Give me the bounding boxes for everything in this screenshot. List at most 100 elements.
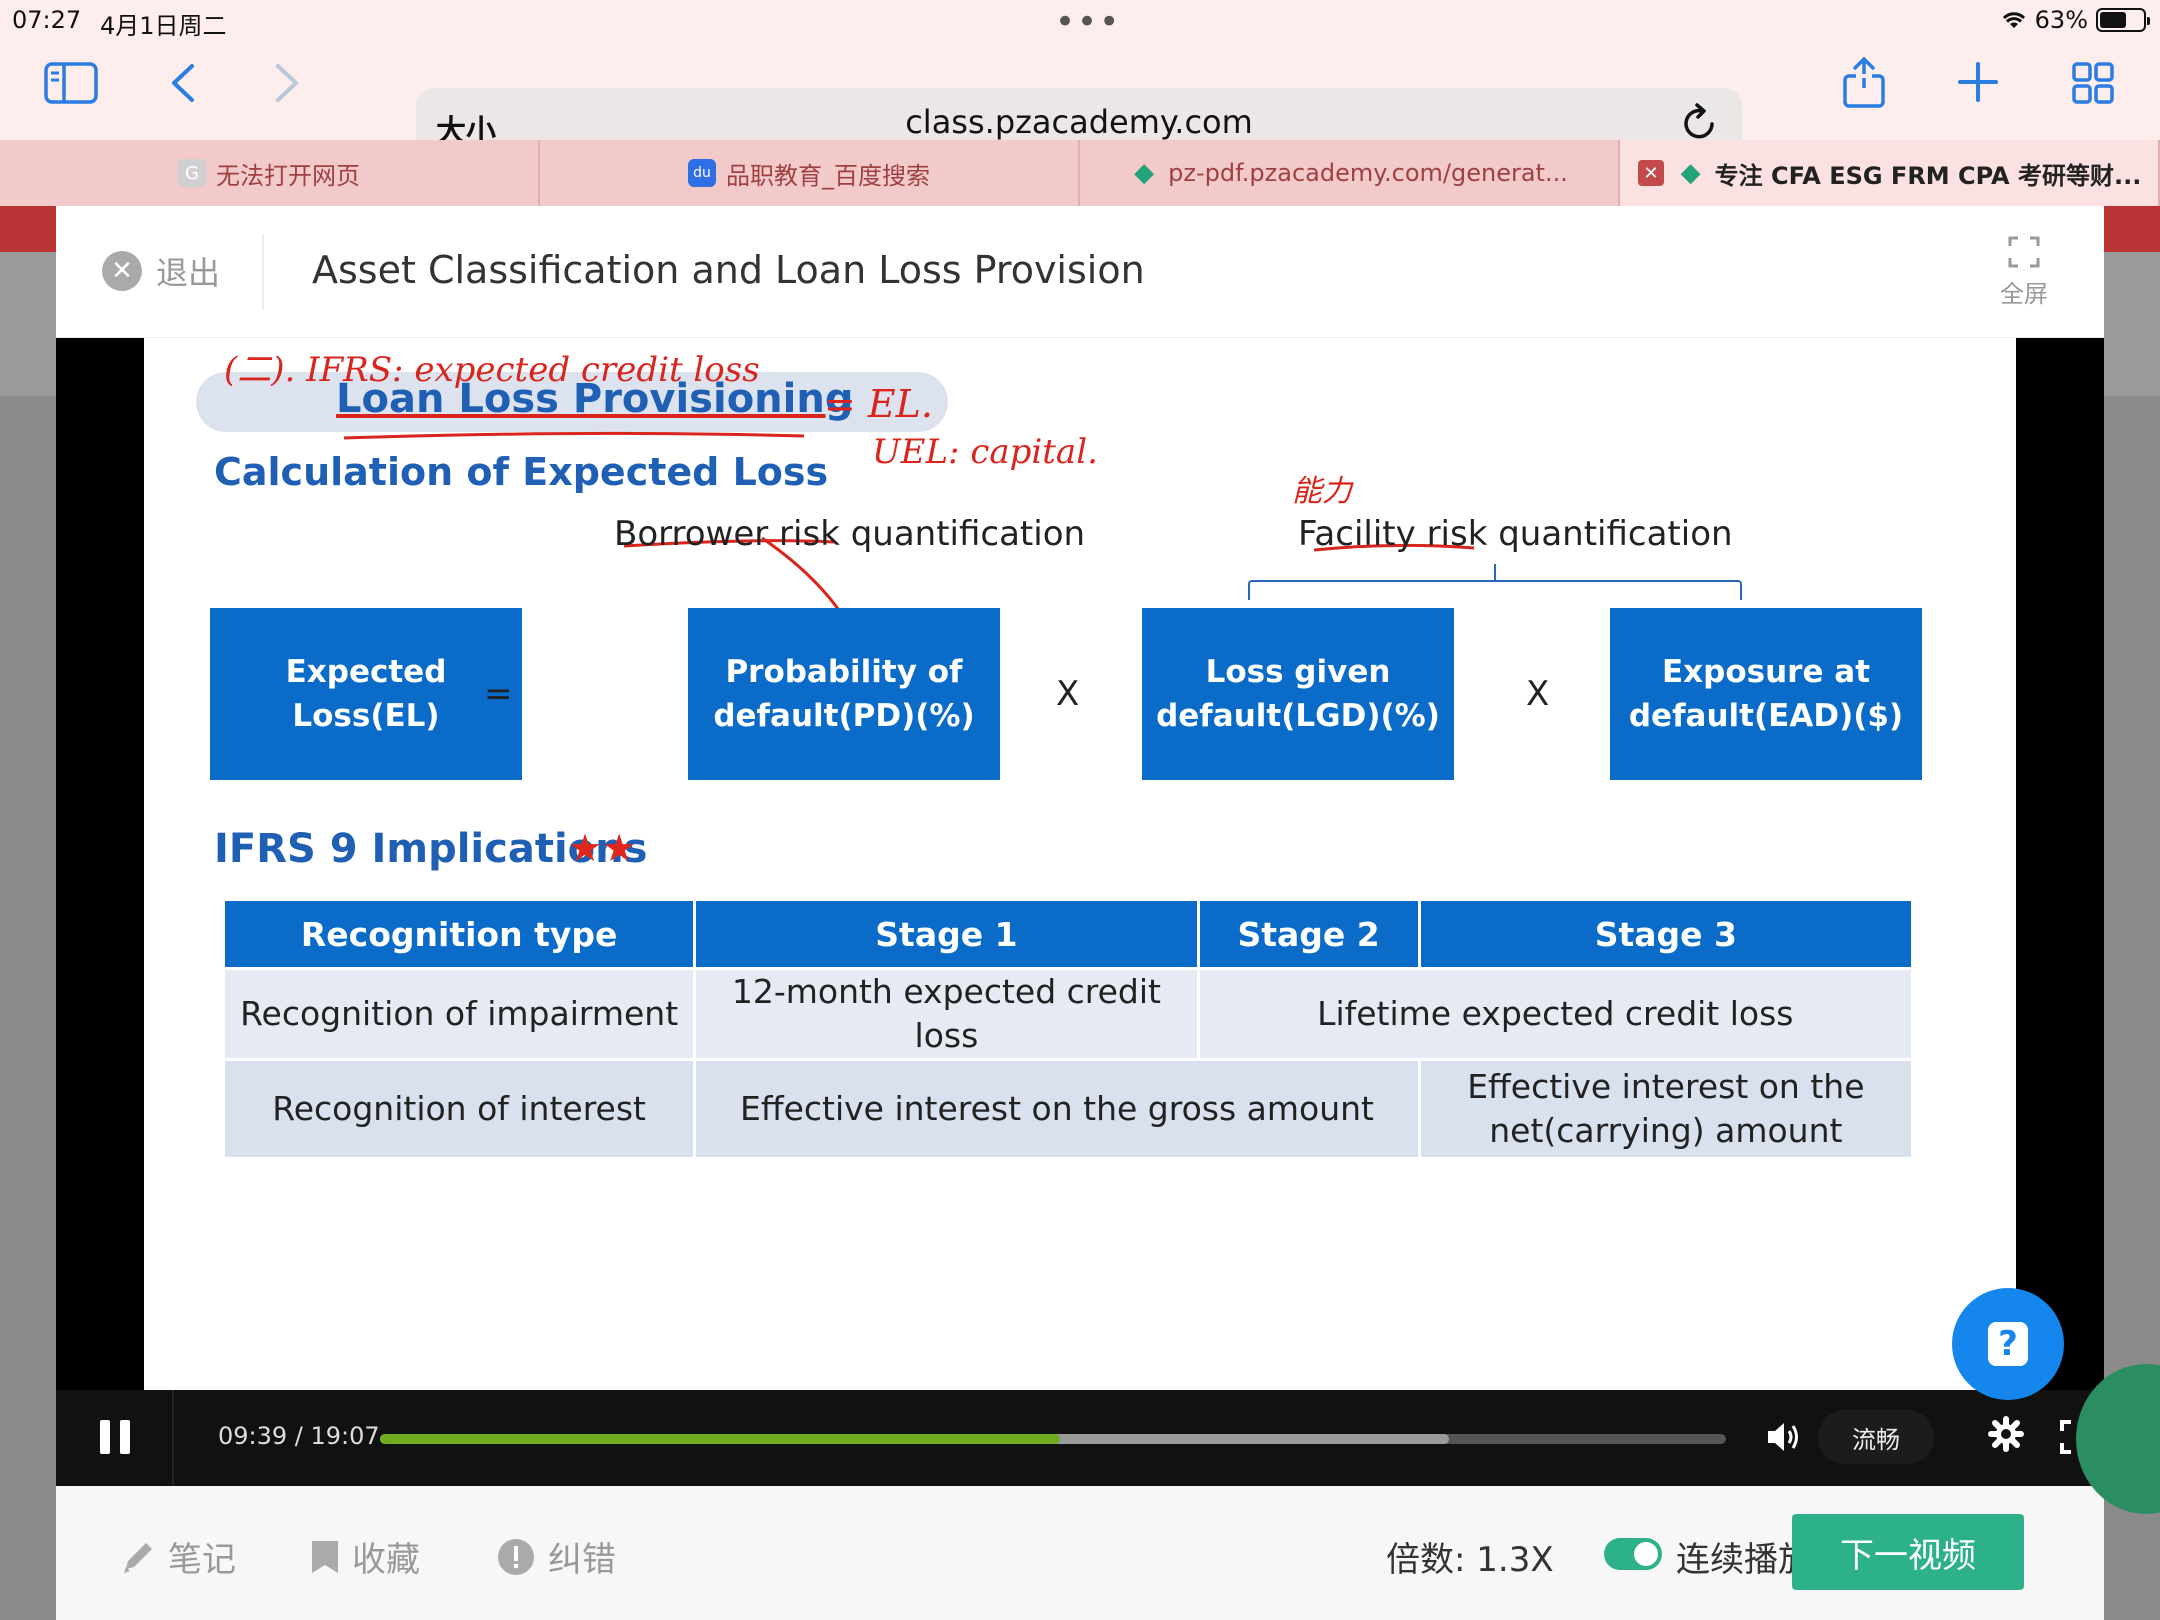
status-date: 4月1日周二 [100, 12, 227, 40]
exit-label: 退出 [156, 254, 221, 292]
tab-label: 品职教育_百度搜索 [726, 161, 930, 190]
autoplay-toggle[interactable] [1604, 1538, 1662, 1570]
video-title: Asset Classification and Loan Loss Provi… [312, 248, 1145, 292]
table-header-row: Recognition type Stage 1 Stage 2 Stage 3 [225, 901, 1911, 967]
battery-percent: 63% [2034, 6, 2088, 34]
battery-level [2100, 12, 2127, 28]
slide-subtitle: Calculation of Expected Loss [214, 450, 829, 494]
quality-selector[interactable]: 流畅 [1818, 1410, 1934, 1464]
video-player-modal: ✕ 退出 Asset Classification and Loan Loss … [56, 206, 2104, 1620]
handwritten-note-el: = EL. [824, 382, 933, 426]
notes-label: 笔记 [168, 1540, 236, 1580]
handwritten-note-uel: UEL: capital. [872, 432, 1098, 472]
fullscreen-button[interactable]: 全屏 [2000, 236, 2048, 309]
multiply-sign: X [1056, 674, 1080, 714]
help-button[interactable]: ? [1952, 1288, 2064, 1400]
report-error-button[interactable]: 纠错 [496, 1532, 616, 1581]
multitask-dots[interactable]: ••• [1055, 2, 1122, 42]
close-icon: ✕ [102, 251, 142, 291]
table-header: Stage 2 [1199, 901, 1418, 967]
baidu-favicon-icon: du [688, 159, 716, 187]
table-cell: Effective interest on the net(carrying) … [1420, 1061, 1911, 1157]
gear-icon[interactable] [1988, 1416, 2024, 1452]
table-row: Recognition of impairment 12-month expec… [225, 970, 1911, 1058]
pz-favicon-icon: ◆ [1134, 158, 1155, 188]
new-tab-icon[interactable] [1958, 62, 1998, 102]
table-cell: 12-month expected credit loss [696, 970, 1197, 1058]
favorite-button[interactable]: 收藏 [310, 1532, 420, 1581]
next-video-button[interactable]: 下一视频 [1792, 1514, 2024, 1590]
facility-risk-label: Facility risk quantification [1298, 514, 1733, 554]
slide-title-band [196, 372, 948, 432]
notes-button[interactable]: 笔记 [120, 1532, 236, 1581]
wifi-icon [2002, 12, 2025, 28]
close-tab-icon[interactable]: ✕ [1638, 160, 1664, 186]
tab-pz-pdf[interactable]: ◆ pz-pdf.pzacademy.com/generat... [1080, 140, 1620, 206]
table-header: Stage 1 [696, 901, 1197, 967]
table-cell: Lifetime expected credit loss [1199, 970, 1911, 1058]
back-icon[interactable] [168, 62, 198, 104]
help-icon: ? [1988, 1322, 2028, 1366]
lgd-box: Loss given default(LGD)(%) [1142, 608, 1454, 780]
url-text[interactable]: class.pzacademy.com [905, 103, 1253, 141]
table-cell-line: Effective interest on the [1467, 1067, 1865, 1106]
facility-bracket-tick [1494, 564, 1496, 580]
table-header: Stage 3 [1420, 901, 1911, 967]
autoplay-label: 连续播放 [1676, 1540, 1812, 1580]
slide-title: Loan Loss Provisioning [336, 376, 854, 422]
forward-icon[interactable] [272, 62, 302, 104]
handwritten-note-facility: 能力 [1292, 474, 1352, 509]
progress-bar[interactable] [380, 1434, 1726, 1444]
expected-loss-text: Expected Loss(EL) [285, 654, 447, 734]
reload-icon[interactable] [1680, 102, 1720, 144]
fullscreen-icon [2008, 236, 2040, 268]
pencil-icon [124, 1542, 152, 1573]
table-row: Recognition of interest Effective intere… [225, 1061, 1911, 1157]
equals-sign: = [484, 674, 513, 714]
report-label: 纠错 [548, 1540, 616, 1580]
alert-icon [498, 1538, 534, 1575]
playback-speed[interactable]: 倍数: 1.3X [1386, 1540, 1554, 1580]
volume-icon[interactable] [1766, 1418, 1800, 1456]
status-indicators: 63% [2001, 6, 2150, 34]
table-header: Recognition type [225, 901, 694, 967]
browser-tabs: G 无法打开网页 du 品职教育_百度搜索 ◆ pz-pdf.pzacademy… [0, 140, 2160, 206]
table-cell: Recognition of interest [225, 1061, 694, 1157]
ifrs9-table: Recognition type Stage 1 Stage 2 Stage 3… [222, 898, 1914, 1160]
controls-divider [172, 1390, 174, 1486]
ead-text-line1: Exposure at [1661, 654, 1871, 690]
handwritten-note-ifrs: (二). IFRS: expected credit loss [224, 350, 760, 390]
battery-icon [2096, 8, 2150, 32]
ifrs9-title: IFRS 9 Implications [214, 826, 648, 872]
tab-label: 无法打开网页 [216, 161, 360, 190]
importance-stars: ★★ [568, 826, 637, 870]
player-footer: 笔记 收藏 纠错 倍数: 1.3X 连续播放 下一视频 [56, 1486, 2104, 1620]
pz-favicon-icon: ◆ [1680, 158, 1701, 188]
ead-box: Exposure at default(EAD)($) [1610, 608, 1922, 780]
tab-baidu-search[interactable]: du 品职教育_百度搜索 [540, 140, 1080, 206]
tab-error-page[interactable]: G 无法打开网页 [0, 140, 540, 206]
table-cell: Effective interest on the gross amount [696, 1061, 1418, 1157]
lgd-text-line1: Loss given [1205, 654, 1391, 690]
video-area[interactable]: Loan Loss Provisioning Calculation of Ex… [56, 338, 2104, 1390]
google-favicon-icon: G [178, 159, 206, 187]
tab-label: 专注 CFA ESG FRM CPA 考研等财... [1714, 161, 2142, 190]
sidebar-icon[interactable] [44, 62, 98, 104]
exit-button[interactable]: ✕ 退出 [102, 248, 220, 294]
player-header: ✕ 退出 Asset Classification and Loan Loss … [56, 206, 2104, 338]
pause-button[interactable] [100, 1420, 132, 1454]
favorite-label: 收藏 [352, 1540, 420, 1580]
ead-text-line2: default(EAD)($) [1628, 698, 1904, 734]
status-bar: 07:27 4月1日周二 ••• 63% [0, 0, 2160, 42]
expected-loss-box: Expected Loss(EL) [210, 608, 522, 780]
multiply-sign: X [1526, 674, 1550, 714]
progress-played [380, 1434, 1060, 1444]
share-icon[interactable] [1840, 56, 1888, 108]
header-divider [262, 234, 264, 310]
tabs-overview-icon[interactable] [2072, 62, 2114, 104]
tab-label: pz-pdf.pzacademy.com/generat... [1168, 159, 1568, 187]
bookmark-icon [312, 1540, 338, 1573]
tab-pzacademy[interactable]: ✕ ◆ 专注 CFA ESG FRM CPA 考研等财... [1620, 140, 2160, 206]
lgd-text-line2: default(LGD)(%) [1156, 698, 1440, 734]
